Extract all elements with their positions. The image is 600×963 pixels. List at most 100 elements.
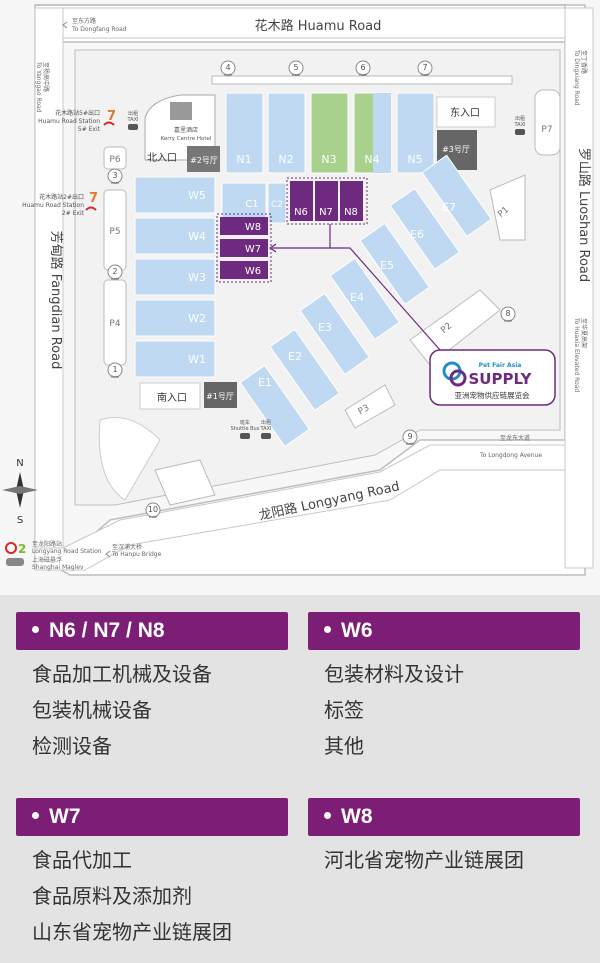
- hall-W2[interactable]: [134, 299, 216, 337]
- hall-N3[interactable]: [310, 92, 349, 174]
- metro-exit2-2: Huamu Road Station: [22, 202, 84, 209]
- hall-W3[interactable]: [134, 258, 216, 296]
- hall-E3[interactable]: [299, 292, 371, 376]
- taxi-stop-north: 出租 TAXI: [127, 110, 139, 130]
- hall-N8[interactable]: [340, 181, 363, 221]
- svg-text:N6: N6: [294, 207, 308, 218]
- category-header: W6: [308, 612, 580, 650]
- direction-huaxia: 至华夏高架: [580, 318, 588, 348]
- hall-E5[interactable]: [359, 222, 431, 306]
- svg-text:7: 7: [107, 109, 116, 124]
- svg-text:Gate: Gate: [292, 73, 300, 77]
- road-label-east: 罗山路 Luoshan Road: [576, 148, 592, 282]
- hall-C1[interactable]: [221, 182, 267, 224]
- road-label-west: 芳甸路 Fangdian Road: [48, 231, 64, 370]
- hall-W5[interactable]: [134, 176, 216, 214]
- category-header: W8: [308, 798, 580, 836]
- hall-E1[interactable]: [239, 364, 311, 448]
- hall-N2[interactable]: [267, 92, 306, 174]
- svg-text:出租: 出租: [515, 115, 525, 122]
- svg-text:7: 7: [89, 191, 98, 206]
- svg-text:N5: N5: [407, 153, 422, 166]
- hall-E2[interactable]: [269, 328, 341, 412]
- arrow-head-icon: [268, 243, 277, 253]
- hall-W4[interactable]: [134, 217, 216, 255]
- direction-hanpu-en: To Hanpu Bridge: [111, 551, 162, 558]
- maglev-label-en: Shanghai Maglev: [32, 564, 84, 571]
- hall-lobby-2: [187, 146, 220, 172]
- category-w6: W6 包装材料及设计 标签 其他: [308, 612, 580, 758]
- svg-text:W2: W2: [188, 312, 206, 325]
- svg-text:TAXI: TAXI: [260, 426, 272, 432]
- category-item: 包装材料及设计: [324, 662, 464, 686]
- svg-text:P6: P6: [109, 155, 120, 165]
- direction-longdong: 至龙东大道: [500, 434, 530, 442]
- metro-exit5-1: 花木路站5#出口: [55, 109, 100, 117]
- logo-main: SUPPLY: [468, 370, 532, 388]
- hall-W6[interactable]: [220, 261, 268, 279]
- hall-lobby-1: [204, 382, 237, 408]
- category-item: 食品加工机械及设备: [32, 662, 212, 686]
- bullet-icon: [32, 811, 39, 819]
- hall-N7[interactable]: [315, 181, 338, 221]
- svg-text:Gate: Gate: [224, 73, 232, 77]
- svg-text:7: 7: [422, 63, 427, 72]
- east-halls: E1 E2 E3 E4 E5 E6 E7: [239, 154, 493, 448]
- svg-text:3: 3: [112, 171, 117, 180]
- west-halls: W5 W4 W3 W2 W1: [134, 176, 216, 378]
- hall-E7[interactable]: [421, 154, 493, 238]
- hall-E6[interactable]: [389, 187, 461, 271]
- bus-icon: [240, 433, 250, 439]
- hotel-name-cn: 嘉里酒店: [174, 126, 198, 134]
- svg-text:W4: W4: [188, 230, 206, 243]
- svg-text:N1: N1: [236, 153, 251, 166]
- compass-icon: [2, 472, 38, 508]
- direction-dongfang-en: To Dongfang Road: [71, 26, 127, 33]
- hall-C2[interactable]: [267, 182, 287, 224]
- direction-yangao: 至杨高中路: [42, 62, 50, 92]
- south-entrance-area: [139, 382, 201, 410]
- lower-building: [154, 459, 216, 506]
- venue-map: 花木路 Huamu Road 罗山路 Luoshan Road 芳甸路 Fang…: [2, 4, 594, 576]
- svg-text:N3: N3: [321, 153, 336, 166]
- direction-longdong-en: To Longdong Avenue: [479, 452, 542, 459]
- svg-text:E7: E7: [442, 201, 456, 214]
- direction-dongfang: 至东方路: [72, 17, 96, 25]
- hall-lobby-3-label: #3号厅: [442, 145, 470, 154]
- hall-E4[interactable]: [329, 257, 401, 341]
- hotel-icon: [170, 102, 192, 120]
- maglev-icon: [6, 558, 24, 566]
- hall-W7[interactable]: [220, 239, 268, 257]
- hall-N5[interactable]: [396, 92, 435, 174]
- direction-hanpu: 至汉浦大桥: [112, 543, 142, 551]
- compass-n: N: [16, 458, 23, 469]
- hall-W8[interactable]: [220, 217, 268, 235]
- hotel-name-en: Kerry Centre Hotel: [161, 136, 212, 142]
- svg-text:E3: E3: [318, 321, 332, 334]
- svg-text:10: 10: [148, 505, 158, 514]
- north-road: [34, 7, 576, 39]
- hall-N6[interactable]: [290, 181, 313, 221]
- svg-text:N4: N4: [364, 153, 379, 166]
- svg-text:2: 2: [112, 267, 117, 276]
- hall-W1[interactable]: [134, 340, 216, 378]
- svg-text:E1: E1: [258, 376, 272, 389]
- svg-text:P7: P7: [541, 125, 552, 135]
- svg-text:P4: P4: [109, 319, 120, 329]
- parking-P3: [344, 384, 396, 429]
- svg-text:W8: W8: [245, 222, 261, 233]
- bus-stop-strip: [211, 75, 513, 85]
- category-item: 其他: [324, 734, 364, 758]
- bullet-icon: [32, 625, 39, 633]
- east-entrance-area: [436, 96, 496, 128]
- direction-dingxiang: 至丁香路: [580, 50, 588, 74]
- category-n6-n8: N6 / N7 / N8 食品加工机械及设备 包装机械设备 检测设备: [16, 612, 288, 758]
- svg-text:C2: C2: [271, 200, 283, 210]
- hall-N1[interactable]: [225, 92, 264, 174]
- svg-text:E6: E6: [410, 228, 424, 241]
